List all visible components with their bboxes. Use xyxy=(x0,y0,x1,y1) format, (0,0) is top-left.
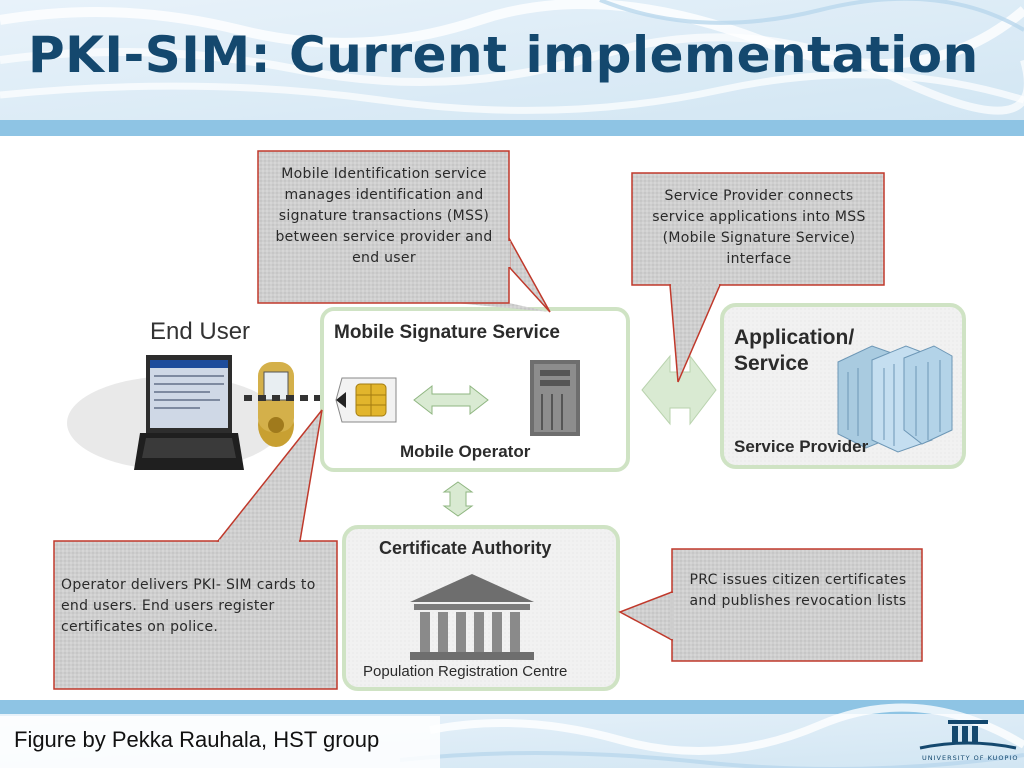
callout-mss-text: Mobile Identification service manages id… xyxy=(275,166,493,266)
university-logo xyxy=(919,720,1017,750)
sim-card-icon xyxy=(335,377,397,423)
university-name: UNIVERSITY OF KUOPIO xyxy=(922,754,1019,762)
office-buildings-icon xyxy=(837,345,953,453)
application-title-line2: Service xyxy=(734,352,809,375)
callout-operator xyxy=(53,409,338,690)
footer-band xyxy=(0,700,1024,714)
application-title-line1: Application/ xyxy=(734,326,855,349)
population-registration-centre-label: Population Registration Centre xyxy=(363,663,568,680)
server-icon xyxy=(530,360,580,436)
callout-provider xyxy=(631,172,885,383)
mobile-phone-icon xyxy=(258,362,294,447)
service-provider-label: Service Provider xyxy=(734,437,869,456)
end-user-label: End User xyxy=(150,318,251,345)
callout-operator-text: Operator delivers PKI- SIM cards to end … xyxy=(61,577,316,635)
laptop-icon xyxy=(134,355,244,470)
callout-prc-text: PRC issues citizen certificates and publ… xyxy=(689,572,907,609)
mss-ca-arrow xyxy=(442,481,474,517)
mss-application-arrow xyxy=(641,354,717,426)
figure-caption: Figure by Pekka Rauhala, HST group xyxy=(14,727,380,752)
callout-prc xyxy=(618,548,923,662)
certificate-authority-title: Certificate Authority xyxy=(379,538,552,558)
header-band xyxy=(0,120,1024,136)
mobile-operator-label: Mobile Operator xyxy=(400,442,531,461)
mobile-signature-service-title: Mobile Signature Service xyxy=(334,322,560,343)
registry-building-icon xyxy=(410,574,534,660)
mss-double-arrow xyxy=(413,384,489,416)
application-service-title: Application/ Service xyxy=(734,325,854,377)
callout-provider-text: Service Provider connects service applic… xyxy=(652,188,866,267)
callout-mss xyxy=(257,150,551,313)
slide-title: PKI-SIM: Current implementation xyxy=(28,26,979,84)
